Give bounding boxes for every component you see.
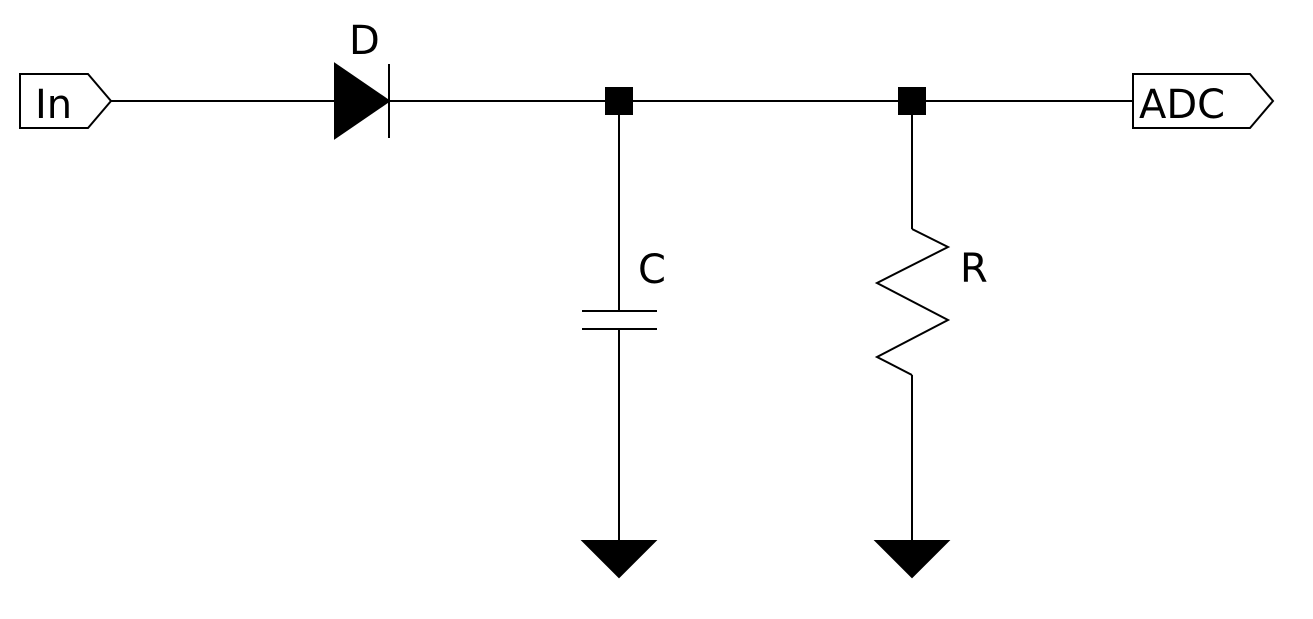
resistor-zigzag — [874, 228, 951, 376]
capacitor-ground-symbol — [580, 540, 658, 579]
input-port-label: In — [35, 82, 72, 128]
resistor-label: R — [960, 246, 988, 292]
output-port-label: ADC — [1139, 82, 1225, 128]
capacitor-label: C — [638, 247, 666, 293]
output-port: ADC — [1132, 73, 1275, 129]
input-port-flag — [19, 73, 113, 129]
input-port: In — [19, 73, 113, 129]
resistor-ground-symbol — [873, 540, 951, 579]
resistor-branch: R — [873, 101, 988, 579]
diode-label: D — [349, 18, 380, 64]
diode-triangle — [334, 62, 391, 140]
diode: D — [334, 18, 391, 140]
output-port-flag — [1132, 73, 1275, 129]
capacitor-branch: C — [580, 101, 666, 579]
